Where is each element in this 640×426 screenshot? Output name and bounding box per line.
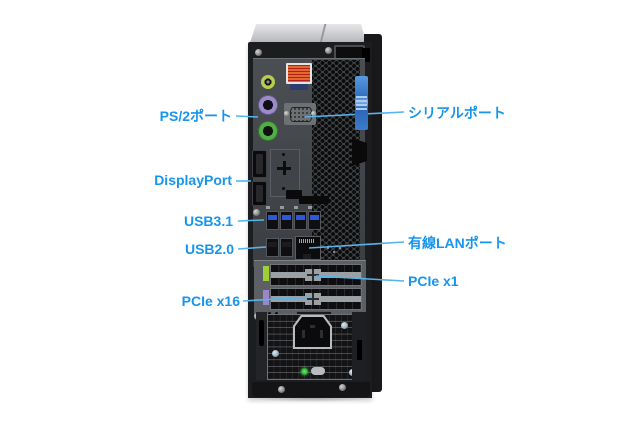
- panel-indicator-dot: [333, 251, 335, 253]
- rj45-pins: [299, 239, 315, 243]
- panel-hole: [268, 312, 271, 315]
- psu-right-slot: [357, 340, 362, 360]
- case-shadow: [250, 395, 374, 402]
- annotation-ps2-port: PS/2ポート: [159, 108, 232, 124]
- torx-screw-icon: [272, 350, 279, 357]
- case-top-face: [250, 24, 366, 43]
- port-id-label: [299, 196, 329, 204]
- torx-screw-icon: [341, 322, 348, 329]
- rj45-notch: [303, 254, 311, 259]
- psu-left-column: [256, 312, 267, 380]
- usb3-port-4: [308, 211, 321, 230]
- usb2-port-1: [266, 238, 279, 257]
- displayport-1: [252, 150, 267, 178]
- psu-status-led: [301, 368, 308, 375]
- serial-screw-icon: [311, 111, 316, 116]
- serial-db9-port: [290, 107, 312, 122]
- pcie-x1-slot-cover: [270, 264, 362, 286]
- ps2-keyboard-port: [258, 95, 278, 115]
- psu-left-slot: [259, 320, 264, 346]
- security-slot: [362, 48, 370, 62]
- usb2-port-2: [280, 238, 293, 257]
- power-inlet-rim: [293, 315, 332, 349]
- cable-hook: [352, 138, 367, 166]
- annotation-usb20: USB2.0: [184, 241, 234, 257]
- annotation-lan-port: 有線LANポート: [408, 235, 507, 251]
- ps2-mouse-port: [258, 121, 278, 141]
- usb3-port-3: [294, 211, 307, 230]
- annotation-usb31: USB3.1: [183, 213, 233, 229]
- panel-hole: [275, 312, 278, 315]
- knockout-hole: [282, 187, 285, 190]
- psu-test-button: [311, 367, 325, 375]
- annotation-pcie-x16: PCIe x16: [181, 293, 240, 309]
- usb3-port-1: [266, 211, 279, 230]
- screw-icon: [255, 49, 262, 56]
- serial-screw-icon: [284, 111, 289, 116]
- knockout-hole: [282, 153, 285, 156]
- screw-icon: [325, 47, 332, 54]
- screw-icon: [278, 386, 285, 393]
- usb3-port-2: [280, 211, 293, 230]
- usb-speed-marks: [266, 206, 320, 209]
- knockout-cross-icon: [282, 161, 286, 175]
- panel-indicator-dot: [339, 247, 341, 249]
- pcie-x16-slot-cover: [270, 288, 362, 310]
- panel-indicator-dot: [327, 247, 329, 249]
- screw-icon: [253, 209, 260, 216]
- displayport-2: [252, 181, 267, 206]
- warning-sticker: [286, 63, 312, 84]
- regulatory-chip-label: [286, 190, 302, 199]
- annotation-pcie-x1: PCIe x1: [408, 273, 459, 289]
- slot-tab-green: [263, 266, 269, 281]
- annotation-serial-port: シリアルポート: [408, 105, 506, 121]
- power-inlet-c14: [295, 317, 330, 347]
- ethernet-rj45-port: [295, 236, 321, 260]
- slot-tab-violet: [263, 290, 269, 305]
- screw-icon: [339, 384, 346, 391]
- audio-line-out-jack: [261, 75, 275, 89]
- annotation-displayport: DisplayPort: [154, 172, 232, 188]
- small-label: [290, 84, 308, 90]
- latch-grip-ridges: [356, 96, 367, 110]
